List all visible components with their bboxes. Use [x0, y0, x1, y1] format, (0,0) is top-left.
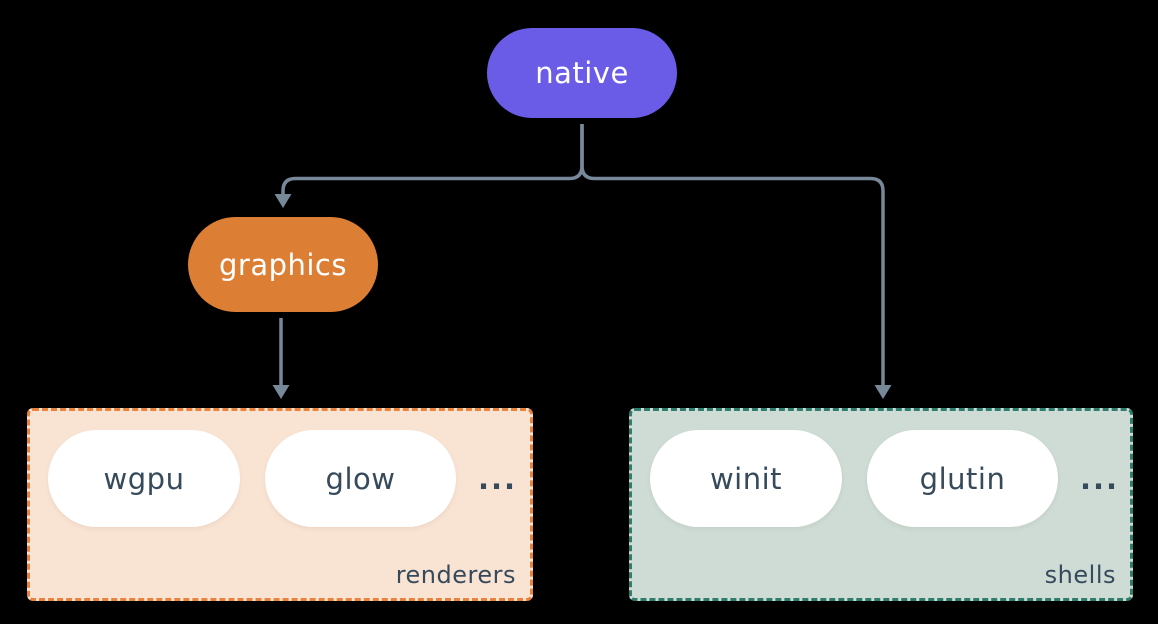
node-winit: winit: [650, 430, 842, 527]
node-glutin-label: glutin: [919, 461, 1006, 496]
group-shells: winit glutin ... shells: [629, 408, 1133, 601]
node-glow: glow: [265, 430, 456, 527]
group-shells-label: shells: [1044, 561, 1116, 589]
node-wgpu: wgpu: [48, 430, 240, 527]
renderers-ellipsis: ...: [477, 461, 518, 496]
edge-native-shells: [580, 124, 885, 385]
node-native-label: native: [535, 56, 629, 90]
group-renderers-label: renderers: [395, 561, 516, 589]
edge-native-graphics: [281, 124, 584, 194]
group-renderers: wgpu glow ... renderers: [27, 408, 533, 601]
node-graphics: graphics: [188, 217, 378, 312]
node-glow-label: glow: [325, 461, 396, 496]
node-graphics-label: graphics: [218, 247, 347, 282]
node-winit-label: winit: [709, 461, 783, 496]
arrowhead-graphics-icon: [274, 194, 292, 208]
arrowhead-shells-icon: [874, 385, 892, 399]
node-native: native: [487, 28, 677, 118]
shells-ellipsis: ...: [1079, 461, 1120, 496]
node-wgpu-label: wgpu: [103, 461, 185, 496]
arrowhead-renderers-icon: [272, 385, 290, 399]
node-glutin: glutin: [867, 430, 1058, 527]
